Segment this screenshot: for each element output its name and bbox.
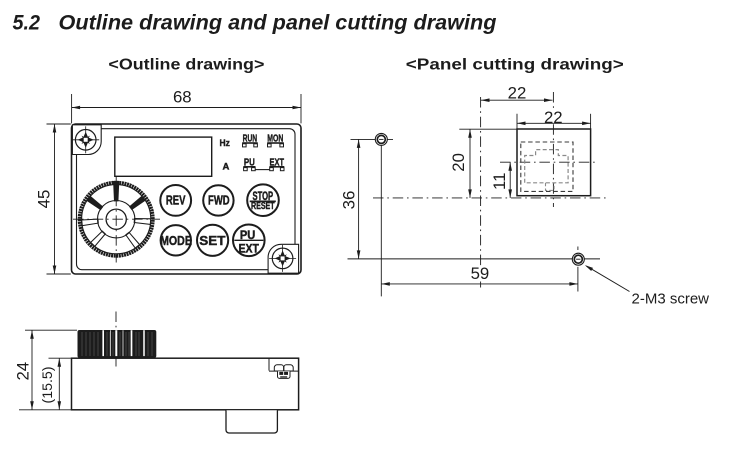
svg-text:Hz: Hz (220, 138, 231, 148)
svg-text:MON: MON (267, 133, 283, 145)
svg-text:5.2: 5.2 (13, 10, 41, 34)
svg-text:68: 68 (173, 87, 192, 106)
svg-text:36: 36 (340, 191, 359, 210)
svg-text:<Outline drawing>: <Outline drawing> (108, 57, 264, 74)
svg-text:EXT: EXT (270, 156, 285, 168)
svg-text:22: 22 (508, 83, 527, 102)
svg-text:MODE: MODE (160, 233, 192, 248)
svg-text:PU: PU (240, 230, 255, 242)
svg-text:11: 11 (490, 173, 509, 190)
svg-text:22: 22 (544, 108, 563, 127)
svg-text:PU: PU (244, 156, 255, 168)
svg-text:A: A (222, 162, 229, 173)
svg-text:Outline drawing and panel cutt: Outline drawing and panel cutting drawin… (59, 10, 497, 34)
svg-text:2-M3 screw: 2-M3 screw (632, 290, 710, 307)
svg-text:FWD: FWD (208, 194, 230, 208)
svg-text:24: 24 (13, 362, 32, 381)
svg-text:<Panel cutting drawing>: <Panel cutting drawing> (406, 57, 624, 74)
svg-text:REV: REV (166, 194, 186, 208)
svg-text:(15.5): (15.5) (39, 367, 55, 404)
svg-text:STOP: STOP (253, 191, 274, 203)
svg-text:RESET: RESET (251, 201, 275, 212)
svg-text:20: 20 (449, 153, 468, 172)
svg-text:RUN: RUN (243, 133, 258, 145)
svg-text:SET: SET (199, 233, 225, 248)
svg-text:EXT: EXT (239, 244, 259, 256)
svg-text:45: 45 (35, 190, 54, 209)
svg-text:59: 59 (471, 264, 490, 283)
